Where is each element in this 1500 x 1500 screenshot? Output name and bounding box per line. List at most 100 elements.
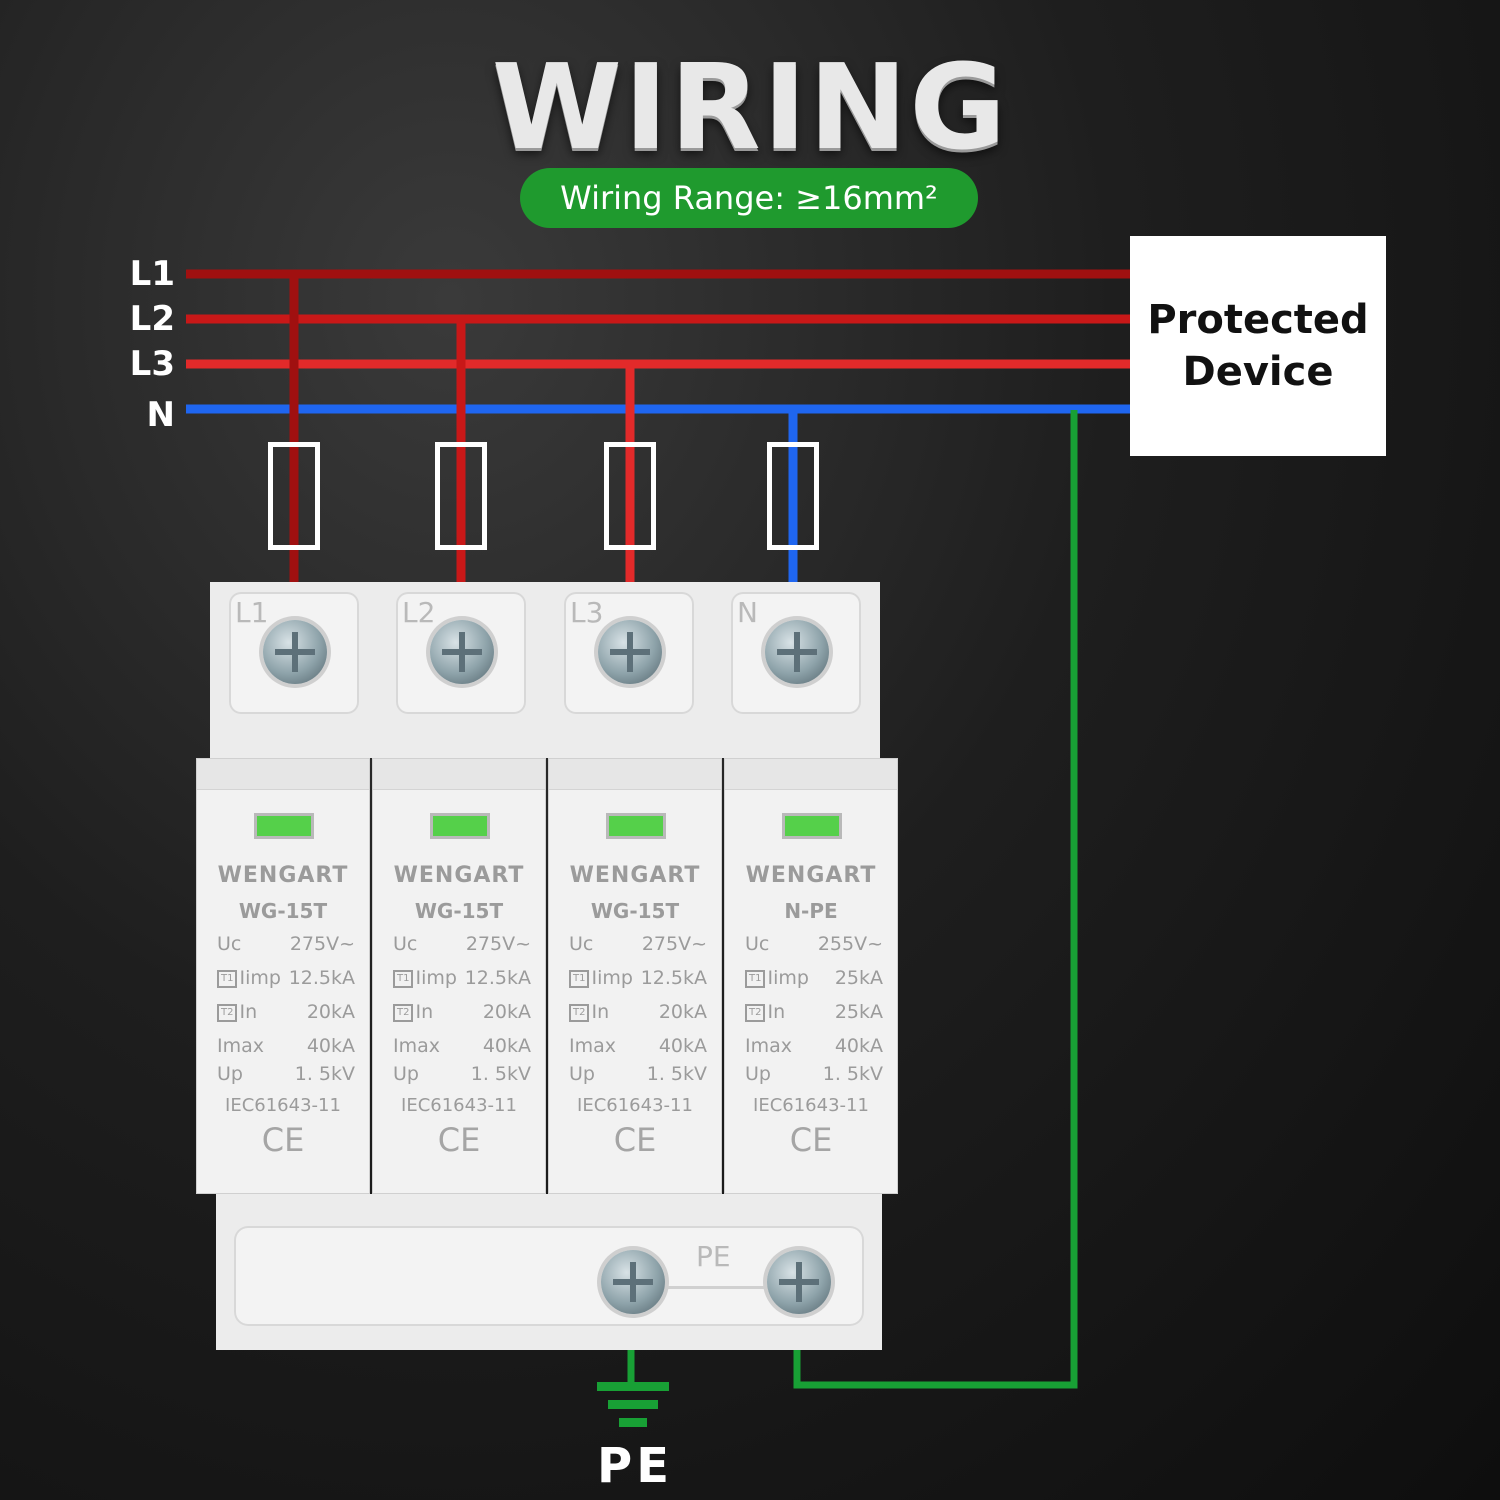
fuse-l2 <box>435 442 487 550</box>
spec-key: Up <box>569 1063 595 1085</box>
spec-value: 1. 5kV <box>822 1063 883 1085</box>
ce-mark: CE <box>613 1121 657 1159</box>
pe-screw-right-icon <box>767 1250 831 1314</box>
standard-label: IEC61643-11 <box>577 1095 693 1116</box>
module-cap <box>725 759 897 790</box>
fuse-l3 <box>604 442 656 550</box>
ce-mark: CE <box>437 1121 481 1159</box>
spec-key: Up <box>393 1063 419 1085</box>
terminal-l2: L2 <box>396 592 526 714</box>
spec-value: 275V~ <box>641 933 707 955</box>
spec-value: 12.5kA <box>464 967 531 989</box>
fuse-n <box>767 442 819 550</box>
screw-icon <box>598 620 662 684</box>
spec-value: 40kA <box>658 1035 707 1057</box>
status-indicator <box>430 813 490 839</box>
standard-label: IEC61643-11 <box>225 1095 341 1116</box>
terminal-l3: L3 <box>564 592 694 714</box>
spec-key: Uc <box>393 933 418 955</box>
type-1-badge: T1 <box>569 969 590 988</box>
spec-key-text: Iimp <box>239 967 281 989</box>
spec-up: Up 1. 5kV <box>745 1063 883 1085</box>
model-label: WG-15T <box>414 899 504 923</box>
spec-up: Up 1. 5kV <box>217 1063 355 1085</box>
spec-key-text: In <box>415 1001 434 1023</box>
spec-value: 40kA <box>482 1035 531 1057</box>
spec-key-text: Iimp <box>767 967 809 989</box>
bus-label-l2: L2 <box>129 299 175 339</box>
bus-label-l3: L3 <box>129 344 175 384</box>
spec-value: 1. 5kV <box>294 1063 355 1085</box>
status-indicator <box>782 813 842 839</box>
terminal-label: L1 <box>235 596 269 629</box>
spec-value: 1. 5kV <box>646 1063 707 1085</box>
spec-value: 40kA <box>306 1035 355 1057</box>
spec-value: 12.5kA <box>288 967 355 989</box>
screw-icon <box>765 620 829 684</box>
spec-value: 20kA <box>306 1001 355 1023</box>
spec-uc: Uc 275V~ <box>569 933 707 955</box>
brand-label: WENGART <box>393 863 525 888</box>
spec-key-text: In <box>591 1001 610 1023</box>
spec-up: Up 1. 5kV <box>569 1063 707 1085</box>
page-title: WIRING <box>491 38 1009 176</box>
spec-key-text: Iimp <box>591 967 633 989</box>
screw-icon <box>263 620 327 684</box>
spec-key: Up <box>745 1063 771 1085</box>
wiring-range-badge: Wiring Range: ≥16mm² <box>520 168 978 228</box>
bus-label-n: N <box>146 395 175 435</box>
brand-label: WENGART <box>745 863 877 888</box>
spec-key: Uc <box>569 933 594 955</box>
spec-key: Up <box>217 1063 243 1085</box>
spec-value: 25kA <box>834 967 883 989</box>
type-1-badge: T1 <box>745 969 766 988</box>
terminal-label: L2 <box>402 596 436 629</box>
module-cap <box>373 759 545 790</box>
module-cap <box>549 759 721 790</box>
model-label: WG-15T <box>590 899 680 923</box>
status-indicator <box>254 813 314 839</box>
screw-icon <box>430 620 494 684</box>
standard-label: IEC61643-11 <box>753 1095 869 1116</box>
fuse-l1 <box>268 442 320 550</box>
spec-value: 20kA <box>658 1001 707 1023</box>
spec-key: Imax <box>217 1035 264 1057</box>
spec-imax: Imax 40kA <box>569 1035 707 1057</box>
pe-ground-label: PE <box>597 1438 673 1494</box>
spec-key: Uc <box>745 933 770 955</box>
type-1-badge: T1 <box>393 969 414 988</box>
spec-key: Imax <box>745 1035 792 1057</box>
spec-key-text: In <box>767 1001 786 1023</box>
terminal-l1: L1 <box>229 592 359 714</box>
ce-mark: CE <box>261 1121 305 1159</box>
ce-mark: CE <box>789 1121 833 1159</box>
spec-key: Imax <box>569 1035 616 1057</box>
model-label: WG-15T <box>238 899 328 923</box>
type-2-badge: T2 <box>745 1003 766 1022</box>
terminal-n: N <box>731 592 861 714</box>
type-2-badge: T2 <box>217 1003 238 1022</box>
type-2-badge: T2 <box>569 1003 590 1022</box>
spec-key-text: Iimp <box>415 967 457 989</box>
pe-link-line <box>660 1286 770 1289</box>
